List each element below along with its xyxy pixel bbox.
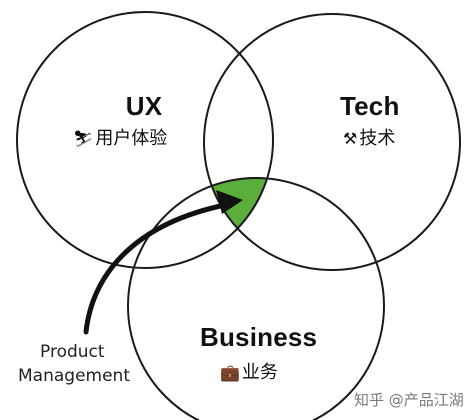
product-management-line2: Management (18, 366, 130, 386)
ux-label: UX (109, 91, 179, 122)
tech-subtitle-row: ⚒技术 (343, 124, 395, 150)
business-title: Business (200, 322, 318, 352)
ux-title: UX (125, 91, 163, 121)
tech-circle (203, 13, 461, 271)
watermark: 知乎 @产品江湖 (354, 391, 464, 409)
ux-circle (16, 11, 274, 269)
arrow-curve (83, 202, 228, 335)
business-circle (127, 177, 385, 420)
business-subtitle-row: 💼业务 (220, 358, 278, 384)
product-management-label: Product Management (18, 340, 130, 388)
product-management-line1: Product (40, 342, 105, 362)
hammer-wrench-icon: ⚒ (343, 129, 358, 148)
tech-subtitle: 技术 (359, 128, 396, 149)
tech-title: Tech (340, 91, 400, 121)
ux-subtitle: 用户体验 (95, 128, 168, 149)
business-subtitle: 业务 (241, 362, 278, 383)
arrow-head-icon (216, 190, 243, 214)
tech-label: Tech (340, 91, 400, 122)
ux-subtitle-row: ⛷用户体验 (73, 124, 167, 150)
briefcase-icon: 💼 (220, 363, 240, 382)
business-label: Business (200, 322, 317, 353)
person-skiing-icon: ⛷ (73, 129, 94, 148)
